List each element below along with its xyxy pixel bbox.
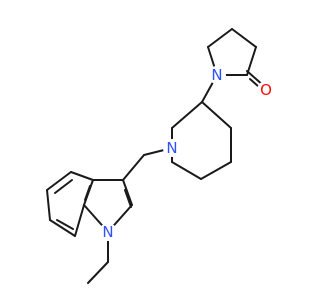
bond-layer xyxy=(46,28,268,284)
bond xyxy=(171,101,203,129)
bond xyxy=(46,171,72,191)
bond xyxy=(74,204,85,237)
bond xyxy=(171,161,202,180)
bond xyxy=(231,28,257,48)
bond xyxy=(54,179,73,194)
atom-n-piperidine: N xyxy=(163,139,181,157)
atom-label: O xyxy=(260,81,272,99)
atom-label: N xyxy=(166,139,177,157)
bond xyxy=(56,219,74,230)
bond xyxy=(122,154,145,181)
atom-label: N xyxy=(102,223,113,241)
bond xyxy=(49,219,76,237)
bond xyxy=(201,101,232,129)
atom-layer: N O N N xyxy=(99,66,275,241)
bond xyxy=(122,179,133,206)
bond xyxy=(124,189,132,208)
bond xyxy=(84,185,91,201)
atom-n-pyrrolidinone: N xyxy=(208,66,226,84)
bond xyxy=(70,171,94,181)
atom-n-indole: N xyxy=(99,223,117,241)
molecule-structure: N O N N xyxy=(46,28,275,284)
bond xyxy=(87,261,109,284)
bond xyxy=(46,189,51,221)
bond xyxy=(200,161,232,180)
bond xyxy=(207,28,233,48)
atom-label: N xyxy=(211,66,222,84)
atom-o-carbonyl: O xyxy=(257,81,275,99)
bond xyxy=(246,46,257,76)
